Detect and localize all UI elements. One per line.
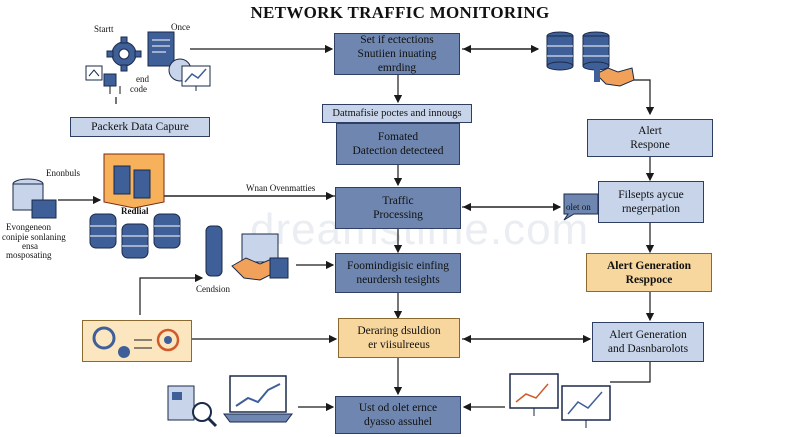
handshake-icon	[594, 67, 635, 87]
document-icon	[147, 31, 175, 67]
label-end: end	[136, 74, 149, 84]
shield-icon	[103, 153, 165, 209]
start-gear-icon	[85, 36, 142, 94]
settings-target-icons	[92, 326, 180, 358]
label-evongeneon-4: mosposating	[6, 250, 52, 260]
monitor-dashboard-icons	[509, 373, 611, 428]
label-evongeneon-3: ensa	[22, 241, 38, 251]
box-derating[interactable]: Deraring dsuldion er viisulreeus	[338, 318, 460, 358]
server-icon	[12, 178, 57, 219]
label-code: code	[130, 84, 147, 94]
box-ust-od[interactable]: Ust od olet ernce dyasso assuhel	[335, 396, 461, 434]
box-filsepts[interactable]: Filsepts aycue rnegerpation	[598, 181, 704, 223]
box-fomated[interactable]: Fomated Datection detecteed	[336, 123, 460, 165]
handshake-document-icon	[205, 225, 289, 281]
label-olet-on: olet on	[566, 202, 591, 212]
label-evongeneon-1: Evongeneon	[6, 222, 51, 232]
monitor-chart-icon	[168, 58, 211, 91]
box-alert-generation-2[interactable]: Alert Generation and Dasnbarolots	[592, 322, 704, 362]
box-datamafisie[interactable]: Datmafisie poctes and innougs	[322, 104, 472, 123]
arrow-loop-left	[139, 273, 204, 315]
box-foomindigisic[interactable]: Foomindigisic einfing neurdersh tesights	[335, 253, 461, 293]
box-set-detections[interactable]: Set if ectections Snutiien inuating emrd…	[334, 33, 460, 75]
label-redlial: Redlial	[121, 206, 149, 216]
box-evongeneon-icons	[82, 320, 192, 362]
speech-bubble-icon	[563, 193, 599, 221]
arrow-db-to-alert	[630, 79, 655, 116]
diagram-title: NETWORK TRAFFIC MONITORING	[250, 3, 550, 22]
label-start: Startt	[94, 24, 114, 34]
label-evongeneon-2: conipie sonlaning	[2, 232, 66, 242]
database-cluster-icon	[89, 213, 181, 259]
label-enonbuls: Enonbuls	[46, 168, 81, 178]
label-wnan: Wnan Ovenmatties	[246, 183, 316, 193]
arrow-alertgen-to-monitors	[610, 362, 651, 383]
box-packet-capture[interactable]: Packerk Data Capure	[70, 117, 210, 137]
box-traffic-processing[interactable]: Traffic Processing	[335, 187, 461, 229]
box-alert-generation-1[interactable]: Alert Generation Resppoce	[586, 253, 712, 292]
box-alert-response[interactable]: Alert Respone	[587, 119, 713, 157]
database-icon	[546, 31, 610, 71]
label-cendsion: Cendsion	[196, 284, 231, 294]
report-magnifier-icon	[167, 385, 218, 428]
label-once: Once	[171, 22, 190, 32]
laptop-chart-icon	[223, 375, 293, 423]
